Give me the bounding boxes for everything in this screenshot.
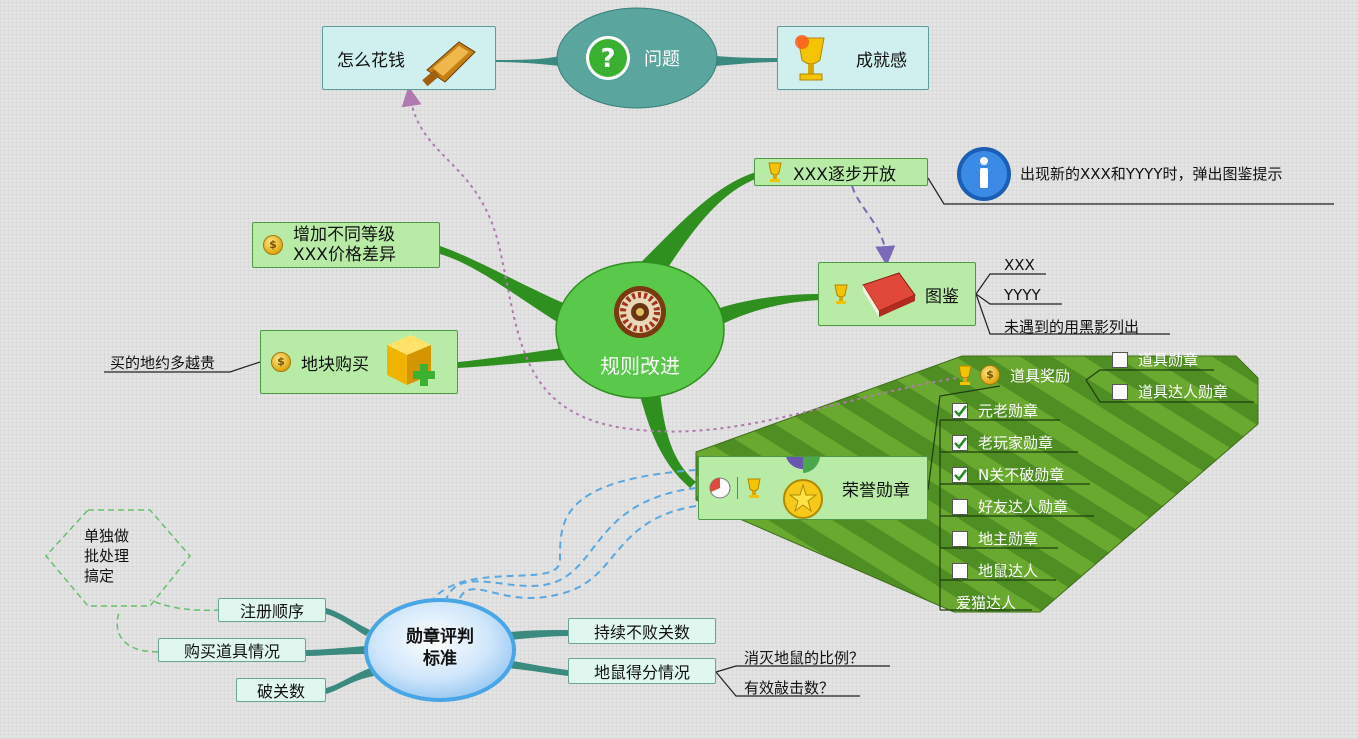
honor-item-label: 爱猫达人 bbox=[956, 594, 1017, 612]
question-label: 问题 bbox=[644, 49, 680, 70]
coin-icon: $ bbox=[263, 235, 283, 255]
coin-icon: $ bbox=[271, 352, 291, 372]
honor-label: 荣誉勋章 bbox=[842, 480, 910, 501]
checkbox-icon[interactable] bbox=[952, 466, 968, 483]
mole-question-ratio: 消灭地鼠的比例？ bbox=[744, 649, 865, 667]
criteria-label-line2: 标准 bbox=[423, 649, 457, 669]
register-order-label: 注册顺序 bbox=[239, 602, 304, 621]
criteria-label-line1: 勋章评判 bbox=[406, 627, 474, 647]
check-mark-icon bbox=[954, 468, 967, 481]
roulette-icon bbox=[614, 286, 666, 338]
honor-item-cat-lover[interactable]: 爱猫达人 bbox=[956, 592, 1016, 613]
honor-item-landlord[interactable]: 地主勋章 bbox=[952, 528, 1038, 549]
price-label-line2: XXX价格差异 bbox=[293, 245, 396, 265]
honor-topic[interactable]: 荣誉勋章 bbox=[698, 456, 928, 520]
question-topic[interactable]: ? 问题 bbox=[578, 28, 708, 88]
trophy-icon bbox=[834, 284, 848, 304]
honor-item-n-levels[interactable]: N关不破勋章 bbox=[952, 464, 1064, 485]
honor-item-friends[interactable]: 好友达人勋章 bbox=[952, 496, 1068, 517]
callout-line3: 搞定 bbox=[84, 567, 115, 585]
question-icon: ? bbox=[586, 36, 630, 80]
checkbox-icon[interactable] bbox=[952, 402, 968, 419]
land-topic[interactable]: $ 地块购买 bbox=[260, 330, 458, 394]
achievement-label: 成就感 bbox=[856, 50, 907, 71]
checkbox-icon[interactable] bbox=[952, 498, 968, 515]
trophy-icon bbox=[747, 478, 761, 498]
achievement-topic[interactable]: 成就感 bbox=[777, 26, 929, 90]
checkbox-icon[interactable] bbox=[1112, 383, 1128, 400]
info-icon bbox=[957, 147, 1011, 201]
svg-text:?: ? bbox=[600, 44, 615, 74]
spend-money-label: 怎么花钱 bbox=[337, 50, 405, 71]
checkbox-icon[interactable] bbox=[952, 562, 968, 579]
criteria-bubble bbox=[364, 598, 516, 702]
wallet-icon bbox=[422, 41, 476, 86]
honor-item-label: 地鼠达人 bbox=[978, 562, 1039, 580]
codex-item-yyyy: YYYY bbox=[1004, 286, 1041, 304]
codex-item-shadow: 未遇到的用黑影列出 bbox=[1004, 318, 1140, 336]
prop-master-label: 道具达人勋章 bbox=[1138, 383, 1229, 401]
unlock-topic[interactable]: XXX逐步开放 bbox=[754, 158, 928, 186]
codex-item-xxx: XXX bbox=[1004, 256, 1035, 274]
land-note: 买的地约多越贵 bbox=[110, 354, 216, 372]
prop-badge-item[interactable]: 道具勋章 bbox=[1112, 349, 1198, 370]
codex-label: 图鉴 bbox=[925, 286, 959, 307]
central-topic-label: 规则改进 bbox=[600, 354, 680, 378]
mole-score-label: 地鼠得分情况 bbox=[593, 663, 690, 682]
streak-label: 持续不败关数 bbox=[593, 623, 690, 642]
streak-topic[interactable]: 持续不败关数 bbox=[568, 618, 716, 644]
honor-item-label: 老玩家勋章 bbox=[978, 434, 1054, 452]
buy-props-label: 购买道具情况 bbox=[183, 642, 280, 661]
callout-line2: 批处理 bbox=[84, 547, 130, 565]
honor-item-label: 好友达人勋章 bbox=[978, 498, 1069, 516]
land-label: 地块购买 bbox=[301, 354, 369, 375]
book-icon bbox=[862, 272, 916, 317]
unlock-label: XXX逐步开放 bbox=[793, 164, 896, 185]
check-mark-icon bbox=[954, 436, 967, 449]
break-levels-label: 破关数 bbox=[256, 682, 305, 701]
gold-medal-icon bbox=[783, 457, 823, 519]
codex-topic[interactable]: 图鉴 bbox=[818, 262, 976, 326]
mole-score-topic[interactable]: 地鼠得分情况 bbox=[568, 658, 716, 684]
honor-item-mole-master[interactable]: 地鼠达人 bbox=[952, 560, 1038, 581]
prop-reward-item[interactable]: $ 道具奖励 bbox=[956, 364, 1070, 386]
gold-cube-plus-icon bbox=[387, 335, 435, 386]
checkbox-icon[interactable] bbox=[952, 434, 968, 451]
question-ellipse bbox=[556, 7, 718, 109]
coin-icon: $ bbox=[980, 365, 1000, 385]
honor-item-label: 地主勋章 bbox=[978, 530, 1039, 548]
central-topic[interactable]: 规则改进 bbox=[560, 266, 720, 396]
honor-item-label: 元老勋章 bbox=[978, 402, 1039, 420]
spend-money-topic[interactable]: 怎么花钱 bbox=[322, 26, 496, 90]
trophy-icon bbox=[768, 162, 782, 182]
check-mark-icon bbox=[954, 404, 967, 417]
trophy-icon bbox=[795, 35, 825, 81]
break-levels-topic[interactable]: 破关数 bbox=[236, 678, 326, 702]
prop-master-item[interactable]: 道具达人勋章 bbox=[1112, 381, 1228, 402]
register-order-topic[interactable]: 注册顺序 bbox=[218, 598, 326, 622]
honor-item-veteran[interactable]: 元老勋章 bbox=[952, 400, 1038, 421]
prop-reward-label: 道具奖励 bbox=[1010, 366, 1071, 385]
honor-item-old-player[interactable]: 老玩家勋章 bbox=[952, 432, 1053, 453]
callout-hexagon bbox=[45, 509, 191, 607]
callout-line1: 单独做 bbox=[84, 527, 130, 545]
mole-question-hits: 有效敲击数？ bbox=[744, 679, 835, 697]
checkbox-icon[interactable] bbox=[1112, 351, 1128, 368]
unlock-note: 出现新的XXX和YYYY时，弹出图鉴提示 bbox=[1020, 165, 1283, 183]
checkbox-icon[interactable] bbox=[952, 530, 968, 547]
batch-callout: 单独做 批处理 搞定 bbox=[84, 526, 129, 586]
prop-badge-label: 道具勋章 bbox=[1138, 351, 1199, 369]
pie-icon bbox=[709, 477, 731, 499]
trophy-icon bbox=[958, 365, 972, 385]
criteria-topic[interactable]: 勋章评判 标准 bbox=[380, 626, 500, 670]
honor-item-label: N关不破勋章 bbox=[978, 466, 1065, 484]
price-topic[interactable]: $ 增加不同等级 XXX价格差异 bbox=[252, 222, 440, 268]
price-label-line1: 增加不同等级 bbox=[293, 225, 395, 245]
buy-props-topic[interactable]: 购买道具情况 bbox=[158, 638, 306, 662]
